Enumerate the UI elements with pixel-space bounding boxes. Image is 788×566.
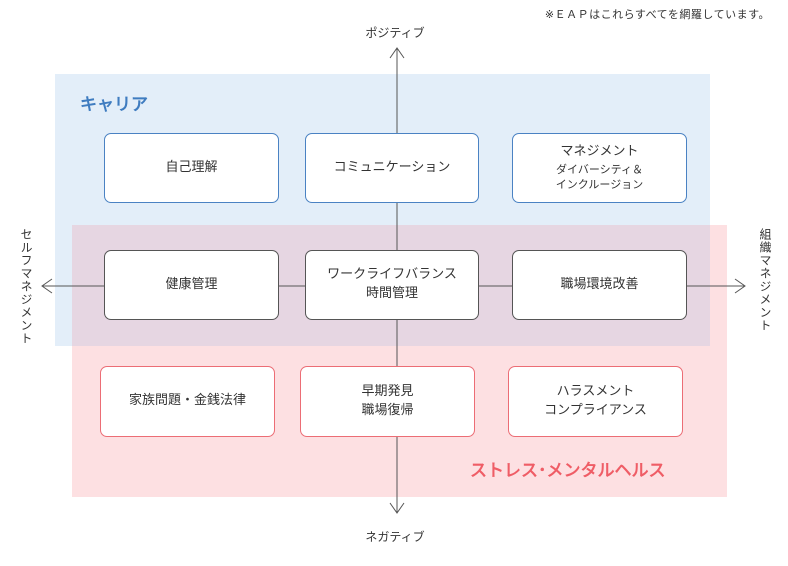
axis-label-self-management: セルフマネジメント (19, 228, 33, 345)
box-communication: コミュニケーション (305, 133, 479, 203)
axis-label-negative: ネガティブ (365, 530, 425, 544)
axis-label-organization-management: 組織マネジメント (758, 228, 772, 332)
box-health-management: 健康管理 (104, 250, 279, 320)
box-self-understanding-label: 自己理解 (165, 159, 218, 175)
box-work-life-balance: ワークライフバランス 時間管理 (305, 250, 479, 320)
box-self-understanding: 自己理解 (104, 133, 279, 203)
box-management-line2: ダイバーシティ＆ (556, 163, 643, 177)
left-arrow-icon (41, 278, 53, 294)
box-management: マネジメント ダイバーシティ＆ インクルージョン (512, 133, 687, 203)
box-management-line3: インクルージョン (555, 178, 644, 192)
right-arrow-icon (734, 278, 746, 294)
box-work-life-balance-line1: ワークライフバランス (327, 267, 457, 283)
box-health-management-label: 健康管理 (165, 276, 218, 292)
box-early-detection-line2: 職場復帰 (361, 402, 414, 418)
box-early-detection: 早期発見 職場復帰 (300, 366, 475, 437)
down-arrow-icon (389, 502, 405, 514)
box-harassment-line1: ハラスメント (556, 383, 635, 399)
box-early-detection-line1: 早期発見 (361, 383, 414, 399)
eap-note: ※ＥＡＰはこれらすべてを網羅しています。 (544, 8, 770, 21)
up-arrow-icon (389, 47, 405, 59)
box-management-title: マネジメント (560, 144, 639, 160)
box-family-money-legal: 家族問題・金銭法律 (100, 366, 275, 437)
box-harassment: ハラスメント コンプライアンス (508, 366, 683, 437)
box-family-money-legal-label: 家族問題・金銭法律 (128, 393, 246, 409)
box-workplace-improvement: 職場環境改善 (512, 250, 687, 320)
stress-mental-health-label: ストレス･メンタルヘルス (470, 461, 666, 481)
career-label: キャリア (80, 95, 148, 115)
box-harassment-line2: コンプライアンス (544, 402, 647, 418)
box-work-life-balance-line2: 時間管理 (365, 286, 418, 301)
box-workplace-improvement-label: 職場環境改善 (560, 276, 639, 292)
box-communication-label: コミュニケーション (333, 159, 451, 175)
axis-label-positive: ポジティブ (365, 26, 425, 40)
